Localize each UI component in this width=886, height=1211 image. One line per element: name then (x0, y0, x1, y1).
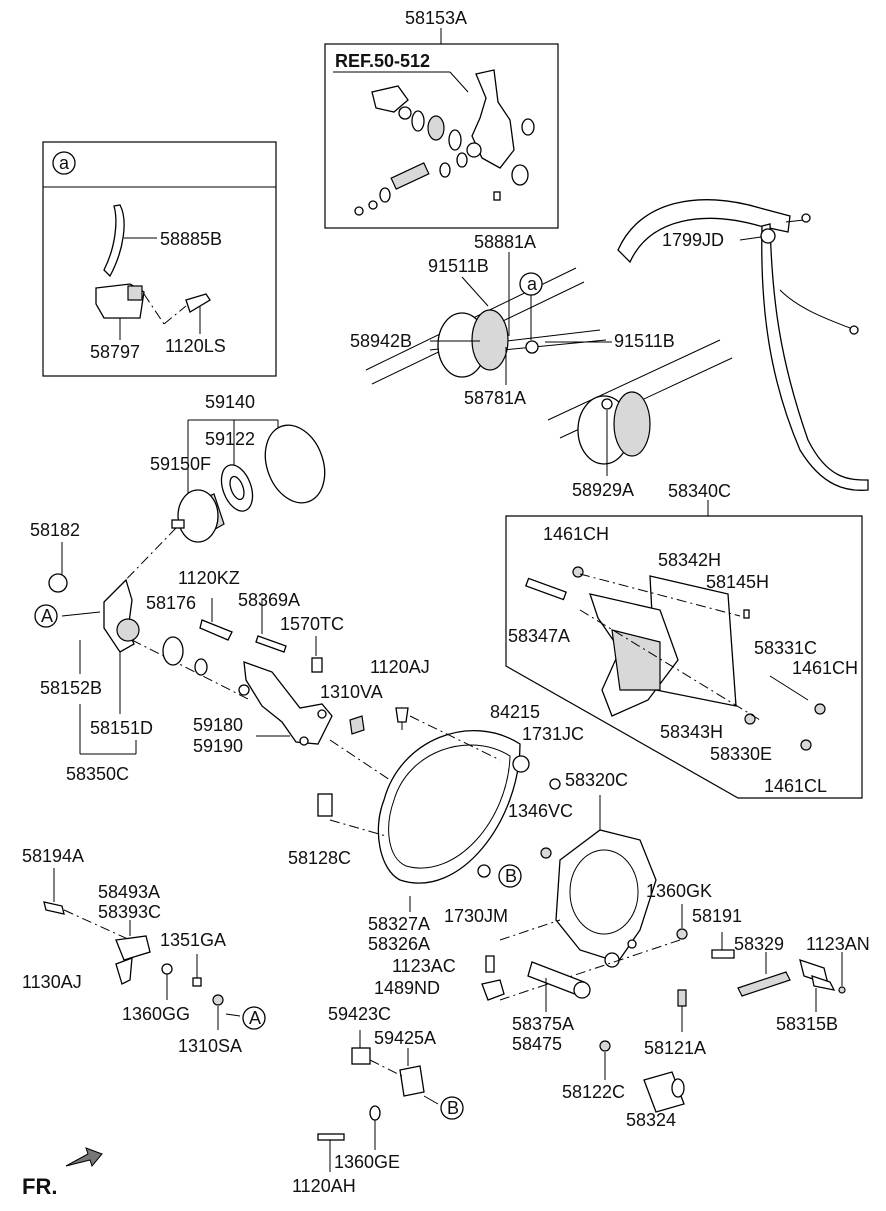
label-58340C: 58340C (668, 481, 731, 501)
callout-circle-B1 (498, 864, 522, 888)
label-59140: 59140 (205, 392, 255, 412)
label-58942B: 58942B (350, 331, 412, 351)
label-fr: FR. (22, 1174, 57, 1199)
label-58121A: 58121A (644, 1038, 706, 1058)
chamber-59140 (115, 419, 326, 591)
label-1346VC: 1346VC (508, 801, 573, 821)
label-58881A: 58881A (474, 232, 536, 252)
label-58324: 58324 (626, 1110, 676, 1130)
label-58327A: 58327A (368, 914, 430, 934)
adjuster-group (34, 542, 251, 755)
label-1360GK: 1360GK (646, 881, 712, 901)
label-1123AN: 1123AN (806, 934, 870, 954)
label-58347A: 58347A (508, 626, 570, 646)
label-1461CH-right: 1461CH (792, 658, 858, 678)
label-58369A: 58369A (238, 590, 300, 610)
label-1360GG: 1360GG (122, 1004, 190, 1024)
callout-B2: B (447, 1098, 459, 1118)
label-1461CL: 1461CL (764, 776, 827, 796)
label-1310VA: 1310VA (320, 682, 383, 702)
label-1120AJ: 1120AJ (370, 657, 430, 677)
label-58929A: 58929A (572, 480, 634, 500)
label-58145H: 58145H (706, 572, 769, 592)
label-58122C: 58122C (562, 1082, 625, 1102)
callout-B1: B (505, 866, 517, 886)
label-58329: 58329 (734, 934, 784, 954)
label-58350C: 58350C (66, 764, 129, 784)
lower-left-parts (43, 868, 266, 1030)
shoe-box-58340C (505, 500, 863, 799)
bottom-center-parts (65, 1030, 464, 1172)
label-58153A: 58153A (405, 8, 467, 28)
label-1351GA: 1351GA (160, 930, 226, 950)
hose-1799JD (617, 199, 869, 491)
label-58375A: 58375A (512, 1014, 574, 1034)
label-a-small: a (527, 274, 538, 294)
bracket-59180 (162, 598, 391, 781)
label-1310SA: 1310SA (178, 1036, 242, 1056)
label-58191: 58191 (692, 906, 742, 926)
label-58151D: 58151D (90, 718, 153, 738)
labels: 58153A REF.50-512 a 58885B 58797 1120LS … (22, 8, 870, 1199)
label-91511B-right: 91511B (614, 331, 675, 351)
label-ref: REF.50-512 (335, 51, 430, 71)
callout-a: a (59, 153, 70, 173)
ref-box-58153A (324, 28, 559, 229)
label-58885B: 58885B (160, 229, 222, 249)
label-91511B-top: 91511B (428, 256, 489, 276)
label-58128C: 58128C (288, 848, 351, 868)
label-59180: 59180 (193, 715, 243, 735)
label-58797: 58797 (90, 342, 140, 362)
label-1799JD: 1799JD (662, 230, 724, 250)
label-58475: 58475 (512, 1034, 562, 1054)
label-58152B: 58152B (40, 678, 102, 698)
dust-shield-58327A (317, 707, 561, 912)
label-1461CH-top: 1461CH (543, 524, 609, 544)
label-1130AJ: 1130AJ (22, 972, 82, 992)
label-1120KZ: 1120KZ (178, 568, 240, 588)
label-58331C: 58331C (754, 638, 817, 658)
label-59425A: 59425A (374, 1028, 436, 1048)
label-58320C: 58320C (565, 770, 628, 790)
camshaft-group (481, 932, 846, 1113)
label-58493A: 58493A (98, 882, 160, 902)
label-58182: 58182 (30, 520, 80, 540)
label-58343H: 58343H (660, 722, 723, 742)
label-1731JC: 1731JC (522, 724, 584, 744)
axle-chamber-group (365, 252, 733, 476)
label-1360GE: 1360GE (334, 1152, 400, 1172)
label-59190: 59190 (193, 736, 243, 756)
label-58194A: 58194A (22, 846, 84, 866)
label-58326A: 58326A (368, 934, 430, 954)
label-84215: 84215 (490, 702, 540, 722)
backing-plate-58320C (499, 795, 688, 1001)
label-1489ND: 1489ND (374, 978, 440, 998)
label-1120LS: 1120LS (165, 336, 226, 356)
label-58342H: 58342H (658, 550, 721, 570)
label-58330E: 58330E (710, 744, 772, 764)
callout-A1: A (41, 606, 53, 626)
callout-A2: A (249, 1008, 261, 1028)
label-59423C: 59423C (328, 1004, 391, 1024)
label-1730JM: 1730JM (444, 906, 508, 926)
label-59150F: 59150F (150, 454, 211, 474)
label-1570TC: 1570TC (280, 614, 344, 634)
label-58176: 58176 (146, 593, 196, 613)
label-58781A: 58781A (464, 388, 526, 408)
label-58393C: 58393C (98, 902, 161, 922)
label-58315B: 58315B (776, 1014, 838, 1034)
label-59122: 59122 (205, 429, 255, 449)
detail-box-a (42, 141, 277, 377)
label-1123AC: 1123AC (392, 956, 456, 976)
label-1120AH: 1120AH (292, 1176, 356, 1196)
